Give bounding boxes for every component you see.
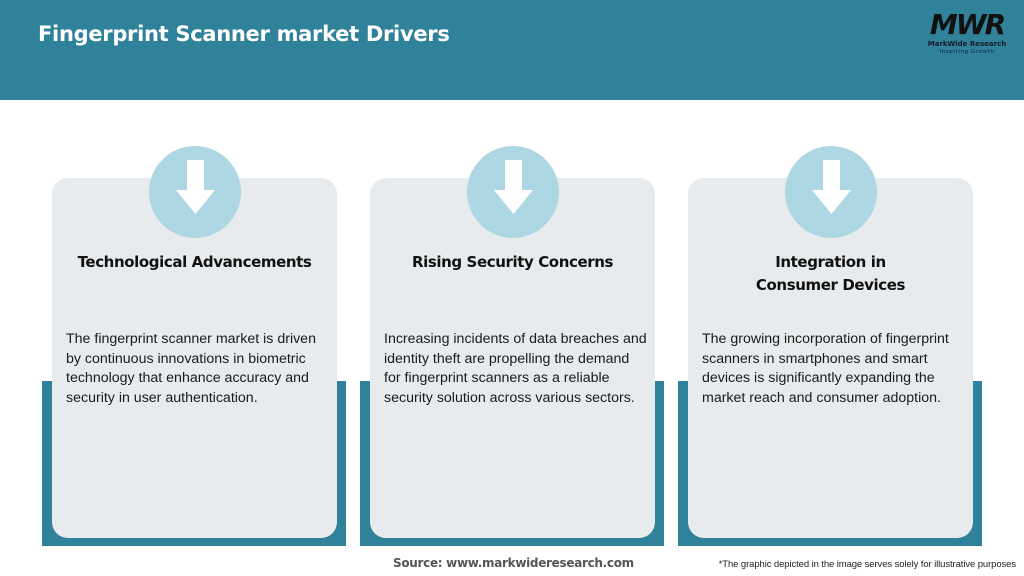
arrow-down-icon (784, 146, 877, 238)
arrow-down-icon (466, 146, 559, 238)
logo-mark: MWR (929, 8, 1006, 41)
card-body: The fingerprint scanner market is driven… (66, 331, 316, 406)
header-banner: Fingerprint Scanner market Drivers MWR M… (0, 0, 1024, 100)
card-panel: Rising Security Concerns Increasing inci… (370, 146, 655, 538)
driver-card-integration-consumer-devices: Integration in Consumer Devices The grow… (678, 146, 982, 548)
card-title: Rising Security Concerns (411, 253, 614, 271)
logo-name: MarkWide Research (927, 40, 1007, 48)
logo: MWR MarkWide Research Inspiring Growth (922, 10, 1012, 58)
card-body: The growing incorporation of fingerprint… (702, 331, 949, 406)
card-body: Increasing incidents of data breaches an… (384, 331, 647, 406)
page-title: Fingerprint Scanner market Drivers (38, 22, 450, 46)
card-title: Integration in Consumer Devices (755, 253, 906, 294)
card-panel: Integration in Consumer Devices The grow… (688, 146, 973, 538)
card-panel: Technological Advancements The fingerpri… (52, 146, 337, 538)
disclaimer-text: *The graphic depicted in the image serve… (718, 559, 1016, 570)
logo-tagline: Inspiring Growth (939, 49, 995, 55)
source-text: Source: www.markwideresearch.com (393, 556, 634, 570)
card-title: Technological Advancements (77, 253, 312, 271)
arrow-down-icon (148, 146, 241, 238)
driver-card-rising-security-concerns: Rising Security Concerns Increasing inci… (360, 146, 664, 548)
driver-card-technological-advancements: Technological Advancements The fingerpri… (42, 146, 346, 548)
